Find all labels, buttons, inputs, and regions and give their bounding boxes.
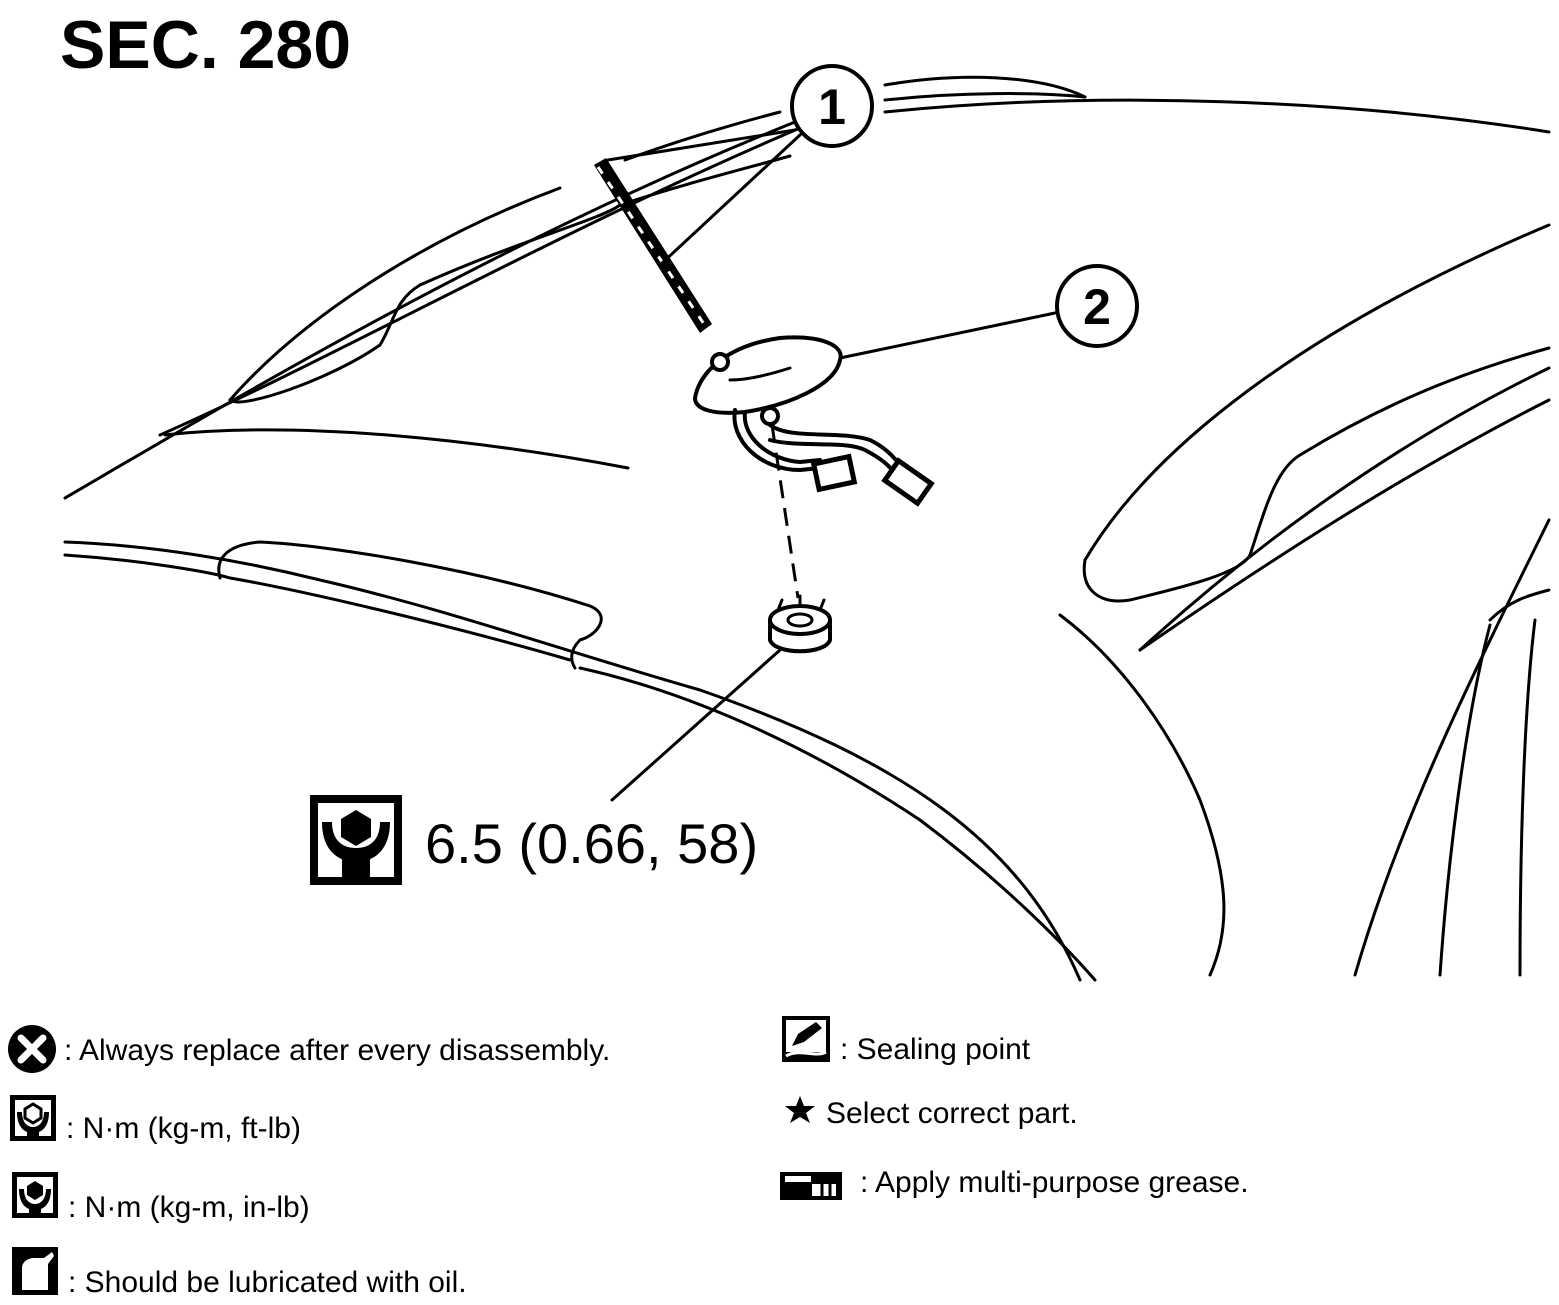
torque-value: 6.5 (0.66, 58): [425, 812, 758, 875]
sealing-icon: [782, 1016, 830, 1062]
legend-item-replace: : Always replace after every disassembly…: [8, 1025, 610, 1073]
legend-item-grease: : Apply multi-purpose grease.: [780, 1166, 1249, 1200]
legend-item-select: Select correct part.: [785, 1096, 1078, 1130]
section-title: SEC. 280: [60, 7, 351, 83]
torque-wrench-in-lb-icon-small: [12, 1172, 58, 1218]
torque-wrench-in-lb-icon: [310, 795, 402, 885]
legend-grease-text: : Apply multi-purpose grease.: [860, 1166, 1249, 1199]
grease-gun-icon: [780, 1172, 842, 1200]
x-circle-icon: [8, 1025, 56, 1073]
legend-right: : Sealing point Select correct part. : A…: [780, 1016, 1249, 1200]
legend-replace-text: : Always replace after every disassembly…: [64, 1034, 610, 1067]
legend-select-text: Select correct part.: [826, 1097, 1078, 1130]
legend-sealing-text: : Sealing point: [840, 1033, 1031, 1066]
oil-can-icon: [12, 1247, 58, 1295]
antenna-nut: [768, 594, 832, 654]
torque-wrench-ft-lb-icon: [10, 1095, 56, 1141]
antenna-base: [693, 335, 935, 599]
antenna-mast: [594, 158, 712, 333]
legend-item-sealing: : Sealing point: [782, 1016, 1031, 1066]
legend-torque-ft-lb-text: : N·m (kg-m, ft-lb): [66, 1112, 301, 1145]
legend-item-oil: : Should be lubricated with oil.: [12, 1247, 467, 1299]
star-icon: [785, 1096, 815, 1123]
leader-lines: [606, 128, 1057, 802]
callout-1: 1: [790, 64, 874, 148]
legend-item-torque-ft-lb: : N·m (kg-m, ft-lb): [10, 1095, 301, 1145]
torque-spec: 6.5 (0.66, 58): [310, 795, 758, 885]
vehicle-roof-drawing: [63, 75, 1551, 982]
legend-left: : Always replace after every disassembly…: [8, 1025, 610, 1299]
callout-1-number: 1: [818, 79, 846, 135]
legend-oil-text: : Should be lubricated with oil.: [68, 1266, 467, 1299]
legend-torque-in-lb-text: : N·m (kg-m, in-lb): [68, 1191, 310, 1224]
callout-2-number: 2: [1083, 279, 1111, 335]
legend-item-torque-in-lb: : N·m (kg-m, in-lb): [12, 1172, 310, 1224]
callout-2: 2: [1055, 264, 1139, 348]
